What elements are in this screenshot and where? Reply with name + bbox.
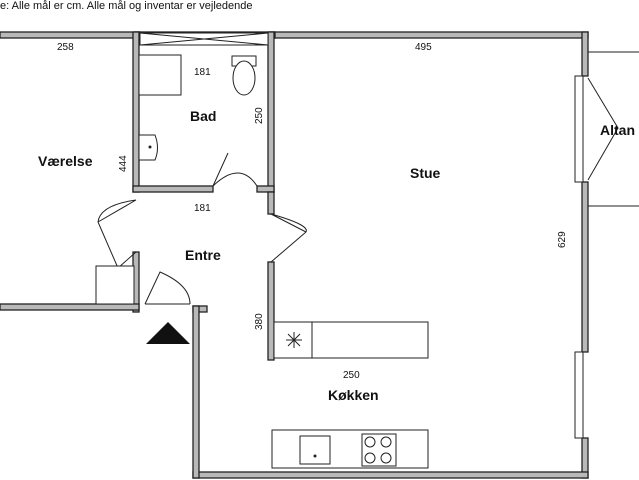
wall-bad-bottom-right (256, 185, 275, 193)
bath-fixtures (138, 54, 257, 161)
room-label-bad: Bad (190, 108, 216, 124)
wall-stue-entre-upper (267, 191, 275, 215)
wall-top-left (0, 31, 141, 39)
bath-sink (138, 134, 158, 161)
room-label-altan: Altan (600, 122, 635, 138)
dim-vaerelse-height: 444 (118, 155, 129, 172)
wall-right-top (581, 31, 589, 77)
stove (361, 433, 397, 467)
wall-bad-bottom-left (132, 185, 214, 193)
dim-stue-width: 495 (415, 42, 432, 53)
walls (0, 31, 589, 479)
stue-door (270, 213, 307, 263)
room-label-stue: Stue (410, 165, 441, 181)
toilet-bowl (232, 60, 256, 96)
wardrobe (95, 265, 135, 305)
front-door (144, 271, 191, 305)
bath-window (139, 32, 269, 46)
room-labels: Værelse Bad Stue Altan Entre Køkken (38, 108, 635, 403)
sink-drain (148, 145, 152, 149)
room-label-vaerelse: Værelse (38, 153, 93, 169)
balcony-door (587, 77, 619, 181)
right-window (574, 351, 584, 439)
wall-vaerelse-bad (132, 31, 140, 193)
wall-right-mid (581, 181, 589, 353)
dim-bad-height: 250 (254, 107, 265, 124)
dim-stue-height: 629 (557, 231, 568, 248)
entry-arrow-icon (146, 322, 190, 344)
kitchen-counter (271, 429, 429, 469)
bath-door (212, 152, 258, 187)
wall-kitchen-left (192, 305, 200, 479)
dim-vaerelse-width: 258 (57, 42, 74, 53)
balcony (588, 51, 639, 207)
dim-kitchen-width: 250 (343, 370, 360, 381)
balcony-door-frame (574, 75, 584, 183)
kitchen-sink (299, 435, 331, 465)
wall-vaerelse-bottom (0, 303, 140, 311)
vaerelse-door (97, 199, 137, 269)
dim-bad-width-top: 181 (194, 67, 211, 78)
dimension-labels: 258 495 181 181 250 250 444 629 380 (57, 42, 568, 381)
dim-entre-height: 380 (254, 313, 265, 330)
wall-top-right (269, 31, 589, 39)
island-icon (286, 332, 302, 348)
wall-bad-stue (267, 31, 275, 193)
wall-stue-entre (267, 261, 275, 361)
shower-cabinet (138, 54, 182, 96)
kitchen-fixtures (271, 321, 429, 469)
room-label-entre: Entre (185, 247, 221, 263)
measurement-note: e: Alle mål er cm. Alle mål og inventar … (0, 0, 253, 12)
wall-bottom (192, 471, 589, 479)
room-label-kokken: Køkken (328, 387, 379, 403)
doors (97, 75, 619, 439)
dim-bad-width-bottom: 181 (194, 203, 211, 214)
